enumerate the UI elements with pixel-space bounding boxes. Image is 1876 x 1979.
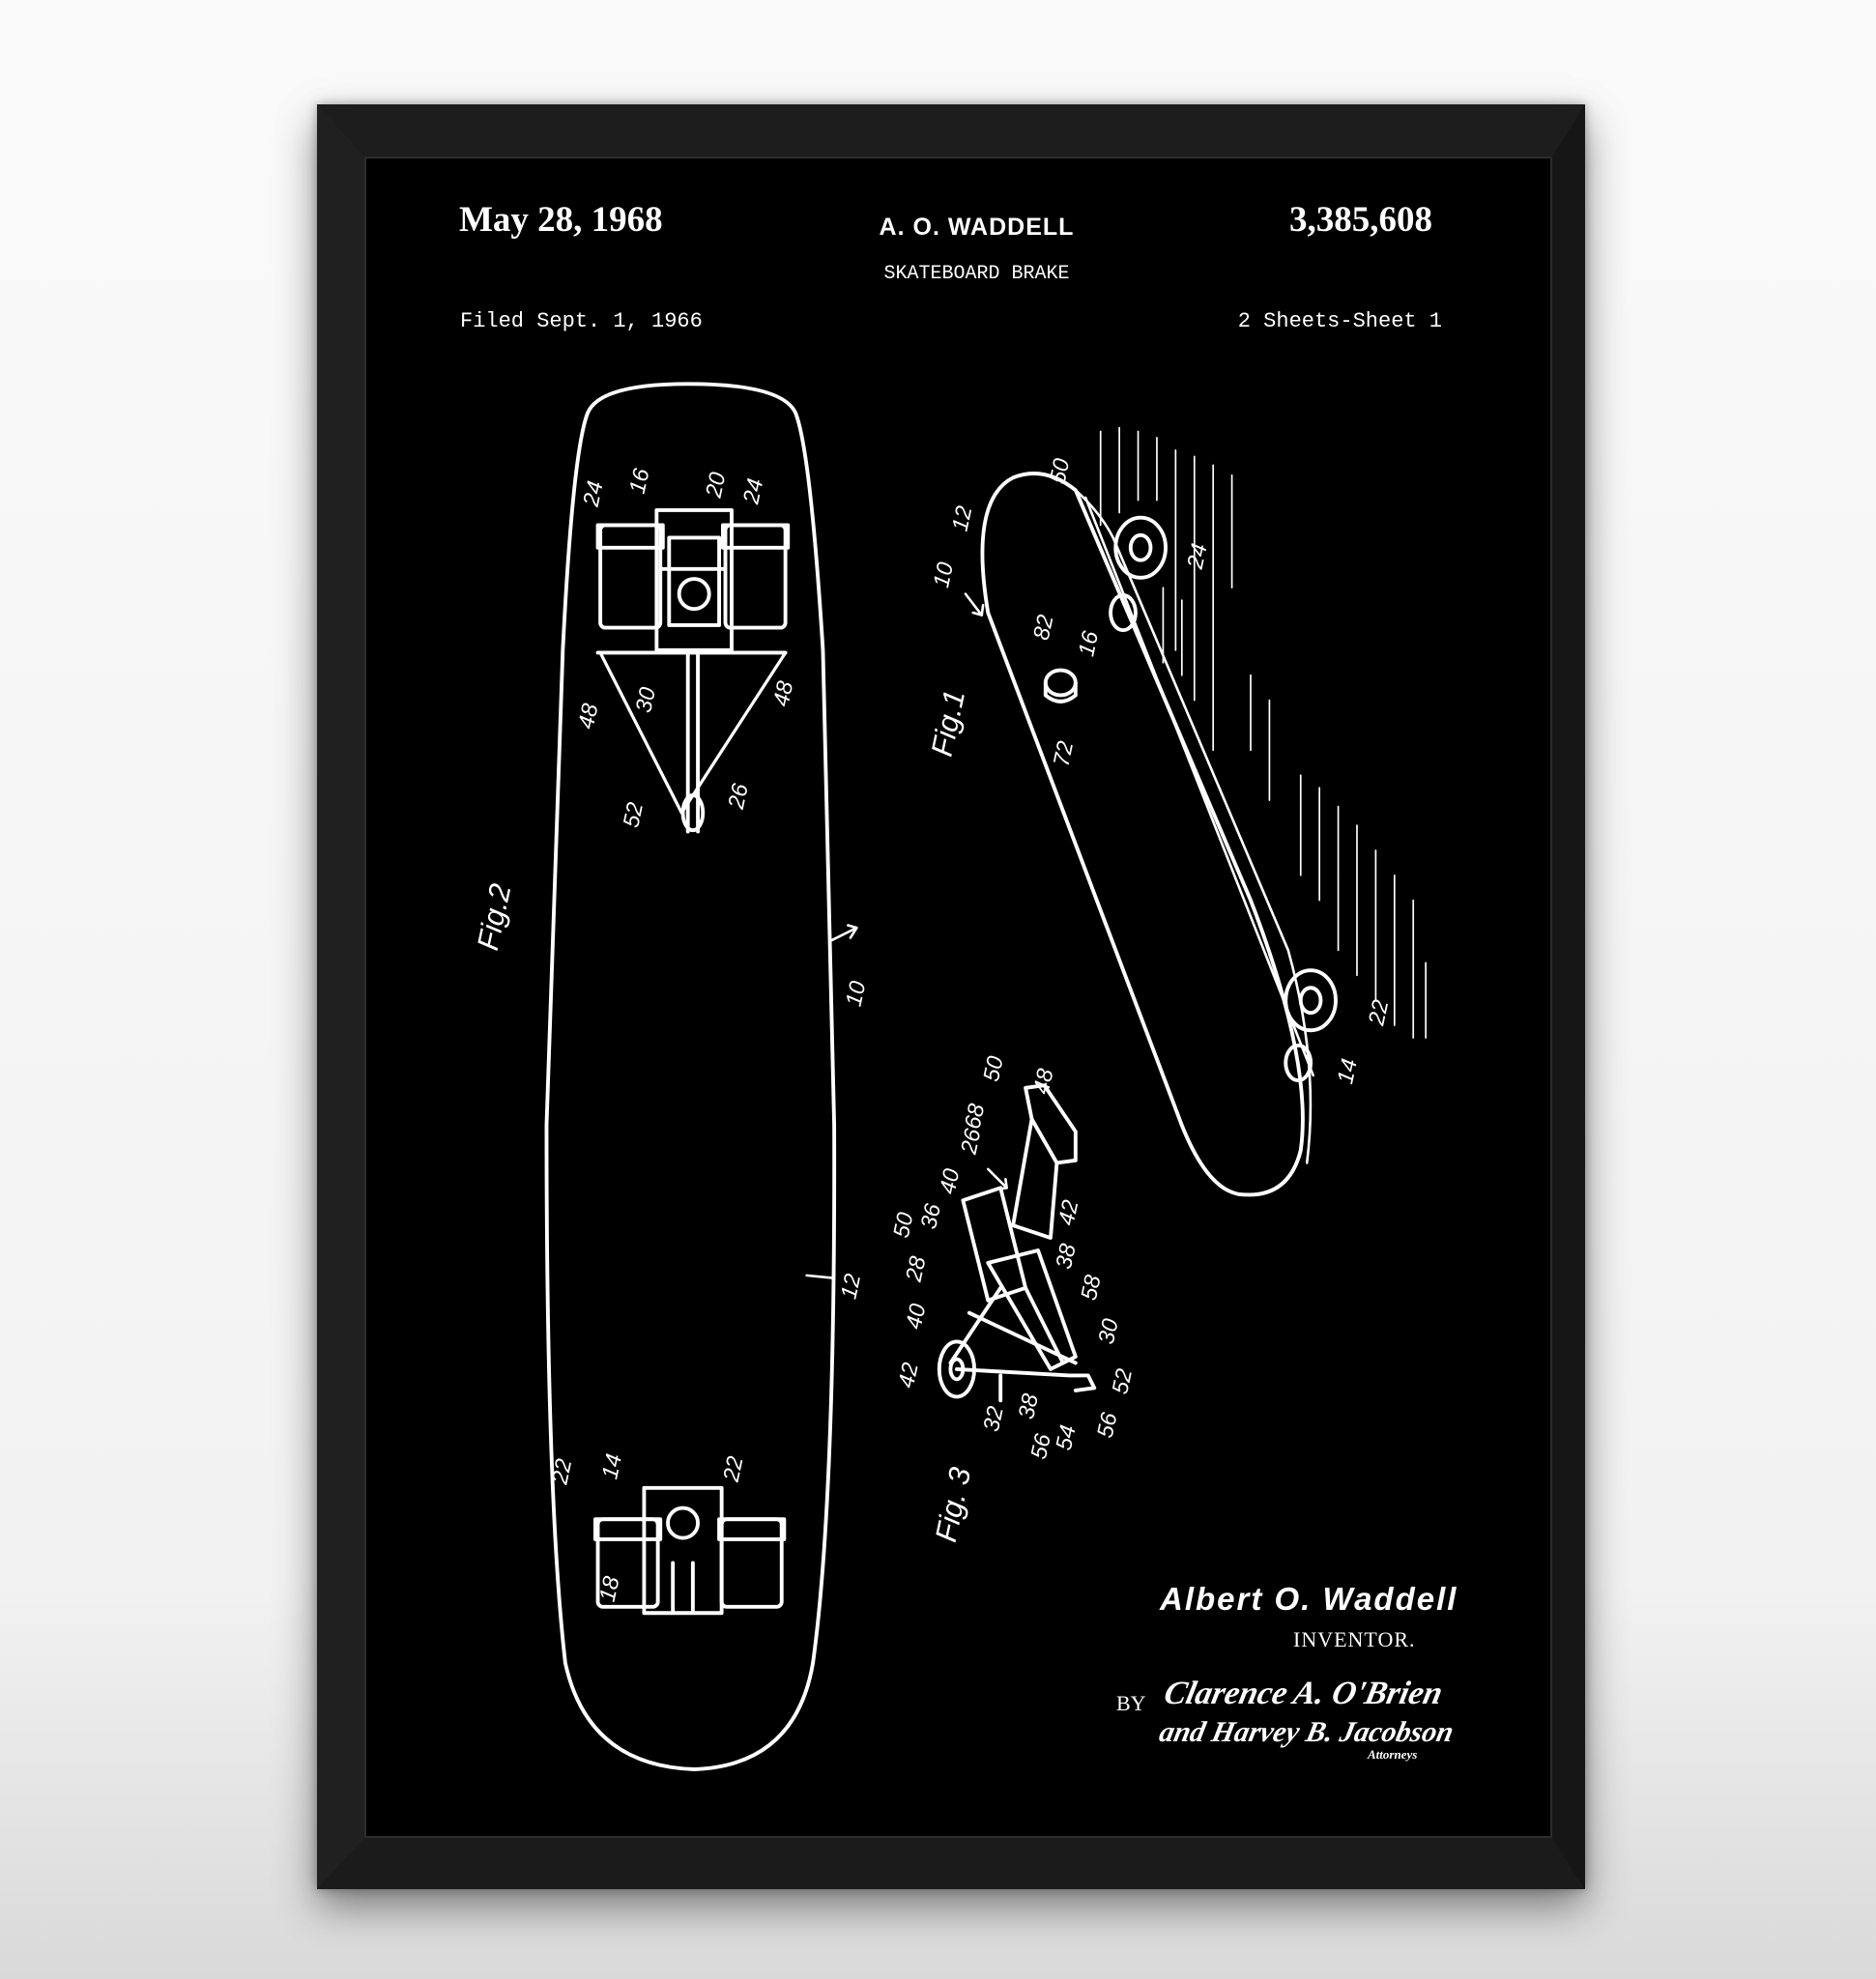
- fig2-rear-truck: [593, 1485, 787, 1616]
- fig3-reference-numeral: 56: [1025, 1431, 1055, 1461]
- fig2-label: Fig.2: [471, 881, 518, 954]
- fig2-board-outline: [544, 382, 837, 1771]
- inventor-header: A. O. WADDELL: [879, 214, 1075, 241]
- fig1-reference-numeral: 72: [1048, 738, 1078, 768]
- fig1-reference-numeral: 22: [1363, 997, 1393, 1028]
- attorney-signature-2: and Harvey B. Jacobson: [1156, 1716, 1457, 1748]
- patent-title: SKATEBOARD BRAKE: [883, 263, 1070, 285]
- fig3-reference-numeral: 52: [1107, 1366, 1137, 1396]
- fig2-front-truck: [595, 508, 791, 652]
- fig3-reference-numeral: 36: [915, 1201, 945, 1231]
- sheet-count: 2 Sheets-Sheet 1: [1237, 309, 1442, 333]
- by-label: BY: [1116, 1691, 1146, 1715]
- fig2-reference-numeral: 12: [835, 1272, 865, 1302]
- attorney-signature-1: Clarence A. O'Brien: [1161, 1676, 1446, 1711]
- fig1-label: Fig.1: [925, 687, 972, 760]
- inventor-label: INVENTOR.: [1293, 1627, 1416, 1651]
- fig3-label: Fig. 3: [929, 1464, 977, 1544]
- fig2-reference-numeral: 26: [723, 781, 753, 812]
- fig3-reference-numeral: 38: [1051, 1242, 1081, 1272]
- fig3-reference-numeral: 56: [1092, 1410, 1122, 1440]
- fig1-reference-numeral: 14: [1332, 1056, 1362, 1086]
- issue-date: May 28, 1968: [459, 200, 663, 240]
- attorneys-label: Attorneys: [1368, 1747, 1418, 1762]
- fig1-reference-numeral: 10: [928, 559, 958, 589]
- fig3-reference-numeral: 30: [1093, 1316, 1123, 1346]
- fig1-reference-numeral: 12: [947, 503, 977, 533]
- fig3-reference-numeral: 38: [1013, 1391, 1043, 1421]
- patent-number: 3,385,608: [1289, 200, 1432, 240]
- fig2-reference-numeral: 10: [841, 979, 871, 1009]
- fig1-ground-hatching: [1099, 426, 1427, 1039]
- fig3-reference-numeral: 50: [888, 1210, 918, 1240]
- fig1-reference-numeral: 82: [1028, 613, 1058, 643]
- fig3-reference-numeral: 26: [955, 1127, 985, 1158]
- fig2-brake-arm: [595, 650, 788, 834]
- fig3-reference-numeral: 42: [893, 1361, 923, 1391]
- fig2-reference-numeral: 48: [573, 702, 603, 731]
- fig2-reference-numeral: 20: [700, 470, 730, 501]
- fig3-reference-numeral: 58: [1076, 1273, 1106, 1303]
- fig3-reference-numeral: 54: [1051, 1422, 1081, 1452]
- fig2-reference-numeral: 24: [737, 476, 767, 507]
- fig2-reference-numeral: 22: [546, 1456, 576, 1487]
- fig3-reference-numeral: 40: [901, 1302, 931, 1332]
- fig1-reference-numeral: 24: [1182, 541, 1212, 572]
- fig3-reference-numeral: 48: [1028, 1067, 1058, 1097]
- fig2-reference-numeral: 18: [594, 1574, 624, 1604]
- picture-frame: [317, 104, 1585, 1889]
- fig3-reference-numeral: 68: [960, 1102, 990, 1132]
- fig2-reference-numeral: 48: [768, 678, 798, 708]
- fig3-reference-numeral: 50: [978, 1054, 1008, 1084]
- filed-date: Filed Sept. 1, 1966: [460, 309, 703, 333]
- fig1-reference-numeral: 16: [1073, 629, 1103, 659]
- fig2-reference-numeral: 22: [718, 1454, 748, 1485]
- fig3-brake-assembly: [937, 1083, 1097, 1403]
- fig3-reference-numeral: 42: [1053, 1197, 1083, 1227]
- fig1-reference-numeral: 50: [1045, 456, 1075, 486]
- fig3-reference-numeral: 40: [935, 1166, 965, 1196]
- fig1-board: [980, 472, 1338, 1197]
- fig2-reference-numeral: 52: [618, 800, 648, 830]
- fig3-reference-numeral: 32: [978, 1404, 1008, 1434]
- fig2-reference-numeral: 30: [630, 685, 660, 715]
- fig3-reference-numeral: 28: [901, 1254, 931, 1285]
- fig2-reference-numeral: 16: [624, 466, 654, 496]
- inventor-name: Albert O. Waddell: [1160, 1581, 1458, 1617]
- fig2-reference-numeral: 24: [578, 478, 608, 509]
- fig2-reference-numeral: 14: [596, 1451, 626, 1481]
